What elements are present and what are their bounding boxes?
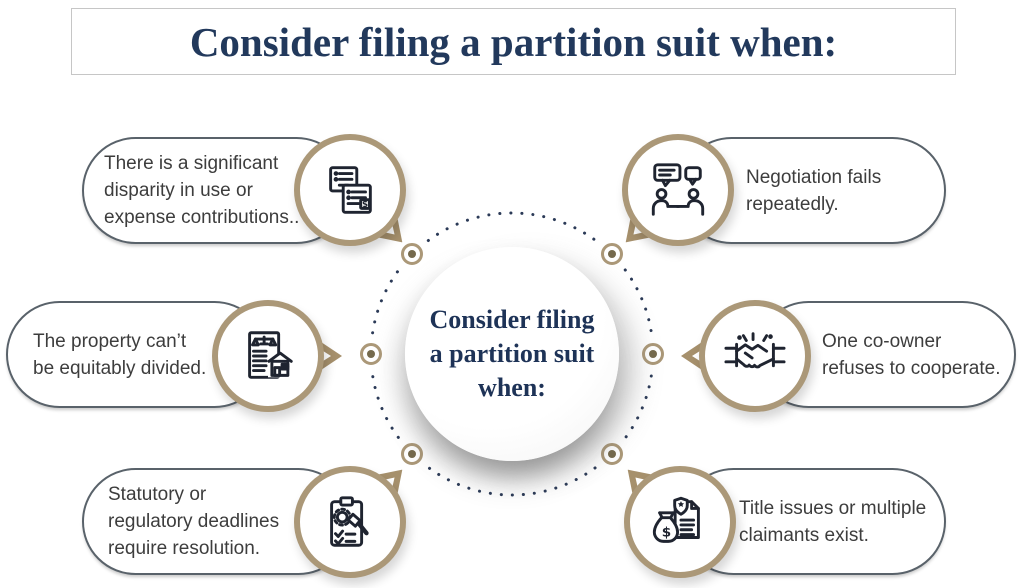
- bubble-property: [212, 300, 342, 412]
- center-circle: Consider filing a partition suit when:: [405, 247, 619, 461]
- clipboard-gavel-icon: [330, 496, 369, 547]
- ring-marker-east: [642, 343, 664, 365]
- marker-dot: [408, 450, 416, 458]
- ring-marker-northwest: [401, 243, 423, 265]
- item-text-cooperate: One co-owner refuses to cooperate.: [822, 330, 1001, 379]
- invoice-receipts-icon: $: [329, 166, 372, 214]
- marker-dot: [608, 450, 616, 458]
- item-text-negotiation: Negotiation fails repeatedly.: [746, 166, 882, 215]
- bubble-disc: $: [624, 466, 736, 578]
- bubble-disparity: $: [294, 134, 406, 246]
- center-title: Consider filing a partition suit when:: [429, 305, 595, 402]
- item-text-property: The property can’t be equitably divided.: [33, 330, 207, 379]
- negotiation-chat-icon: [651, 163, 705, 216]
- bubble-disc: [699, 300, 811, 412]
- ring-marker-southwest: [401, 443, 423, 465]
- marker-dot: [649, 350, 657, 358]
- title-banner: Consider filing a partition suit when:: [71, 8, 956, 75]
- ring-marker-west: [360, 343, 382, 365]
- item-text-deadlines: Statutory or regulatory deadlines requir…: [108, 484, 280, 559]
- bubble-disc: [294, 466, 406, 578]
- page-title: Consider filing a partition suit when:: [189, 18, 838, 65]
- bubble-title-issues: $: [624, 466, 736, 578]
- marker-dot: [408, 250, 416, 258]
- scale-house-document-icon: [248, 331, 293, 379]
- item-text-title-issues: Title issues or multiple claimants exist…: [739, 497, 927, 546]
- ring-marker-northeast: [601, 243, 623, 265]
- bubble-disc: [212, 300, 324, 412]
- bubble-cooperate: [699, 300, 811, 412]
- svg-text:$: $: [662, 525, 671, 541]
- marker-dot: [367, 350, 375, 358]
- ring-marker-southeast: [601, 443, 623, 465]
- svg-text:$: $: [362, 200, 368, 210]
- bubble-negotiation: [622, 134, 734, 246]
- bubble-disc: [622, 134, 734, 246]
- money-bag-document-icon: $: [652, 496, 700, 543]
- marker-dot: [608, 250, 616, 258]
- bubble-deadlines: [294, 466, 406, 578]
- bubble-disc: $: [294, 134, 406, 246]
- handshake-icon: [724, 332, 786, 369]
- item-text-disparity: There is a significant disparity in use …: [104, 153, 300, 228]
